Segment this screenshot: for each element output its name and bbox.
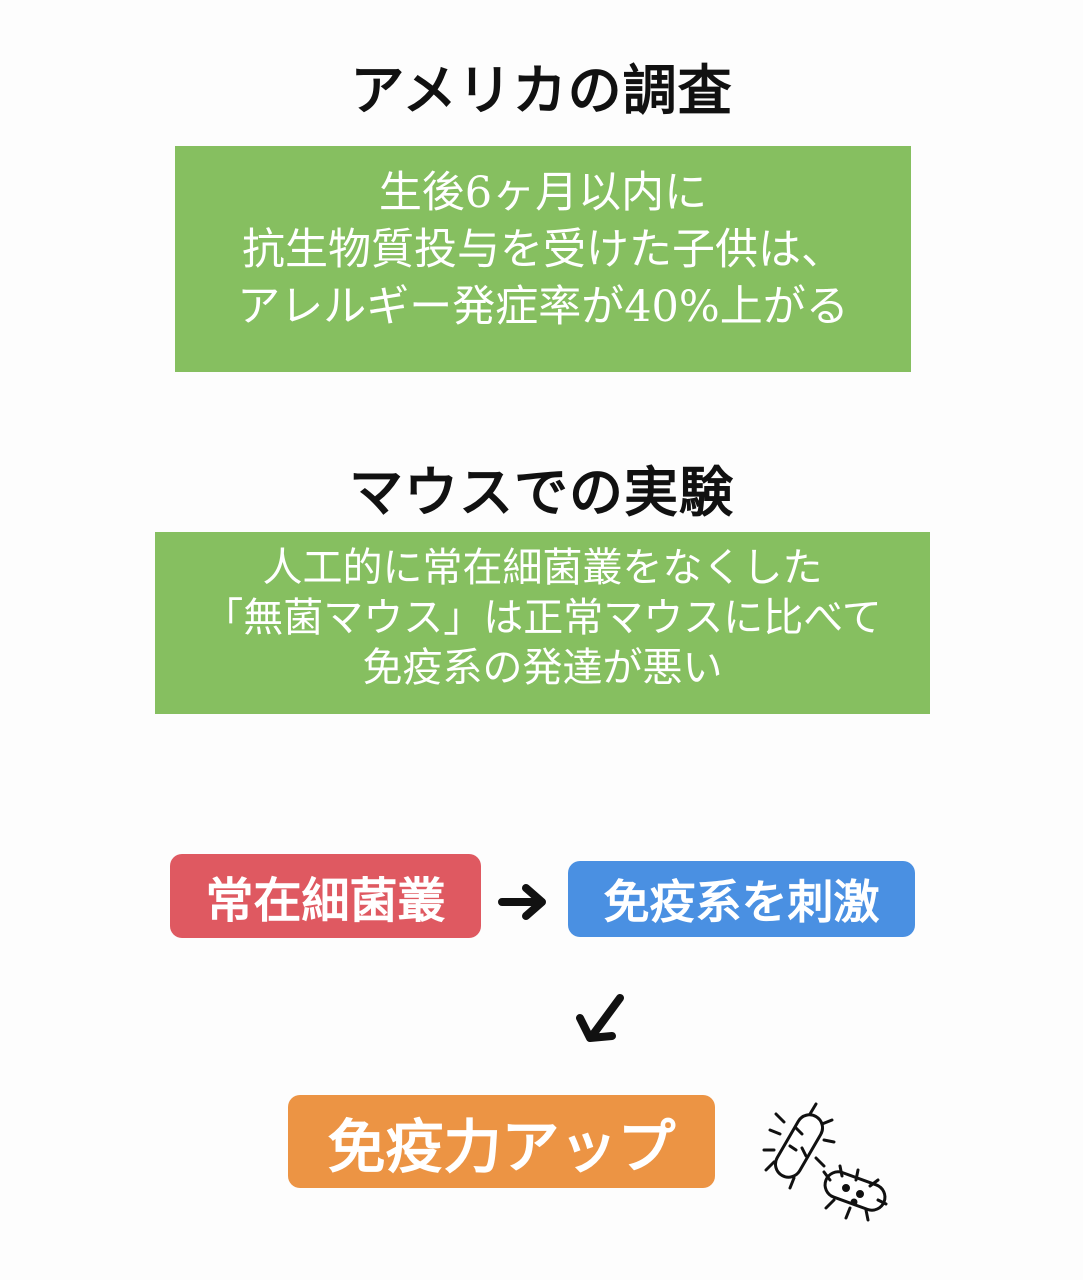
mouse-line-3: 免疫系の発達が悪い	[362, 645, 723, 691]
arrow-right-icon	[498, 884, 546, 920]
heading-mouse-experiment: マウスでの実験	[349, 461, 734, 524]
flow-result-immunity-up: 免疫力アップ	[288, 1095, 715, 1188]
arrow-down-left-icon	[576, 994, 624, 1042]
flow-step-bacteria: 常在細菌叢	[170, 854, 481, 938]
bacteria-icon	[762, 1102, 888, 1222]
us-study-line-1: 生後6ヶ月以内に	[378, 167, 708, 218]
flow-step-immune-stimulation: 免疫系を刺激	[568, 861, 915, 937]
mouse-line-1: 人工的に常在細菌叢をなくした	[262, 545, 823, 591]
us-study-line-3: アレルギー発症率が40%上がる	[237, 281, 849, 332]
heading-us-study: アメリカの調査	[350, 59, 733, 122]
mouse-experiment-box: 人工的に常在細菌叢をなくした 「無菌マウス」は正常マウスに比べて 免疫系の発達が…	[155, 532, 930, 714]
mouse-line-2: 「無菌マウス」は正常マウスに比べて	[203, 595, 882, 641]
us-study-box: 生後6ヶ月以内に 抗生物質投与を受けた子供は、 アレルギー発症率が40%上がる	[175, 146, 911, 372]
us-study-line-2: 抗生物質投与を受けた子供は、	[242, 224, 844, 275]
